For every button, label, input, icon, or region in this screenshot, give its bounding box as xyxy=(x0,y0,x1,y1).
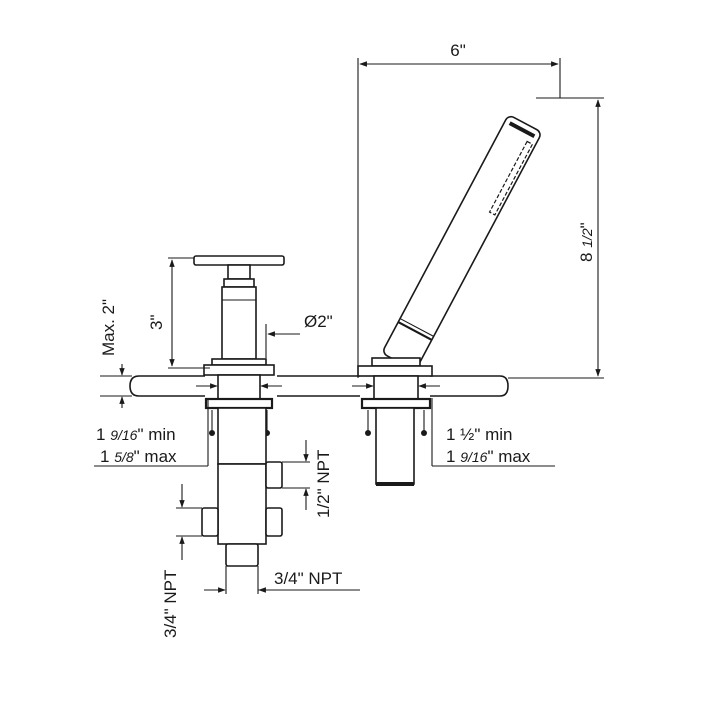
valve-shank xyxy=(217,374,261,400)
holder-body xyxy=(375,407,415,485)
holder-locknut xyxy=(360,397,432,410)
cross-handle xyxy=(193,255,285,266)
hand-shower-assembly xyxy=(357,115,541,486)
handle-height-label: 3" xyxy=(147,315,166,331)
half-npt-label: 1/2" NPT xyxy=(314,450,333,518)
diameter-label: Ø2" xyxy=(304,312,333,331)
left-min-label: 1 9/16" min xyxy=(96,425,176,444)
side-inlet-right xyxy=(265,507,283,537)
escutcheon-flange xyxy=(203,364,275,376)
escutcheon-top xyxy=(211,358,267,366)
three-quarter-npt-vertical-label: 3/4" NPT xyxy=(161,570,180,638)
dimension-lines xyxy=(94,58,604,594)
valve-stem xyxy=(221,286,257,360)
width-label: 6" xyxy=(450,41,466,60)
dimension-labels: 6" 8 1/2" 3" Max. 2" Ø2" 1 9/16" min 1 5… xyxy=(96,41,596,638)
right-max-label: 1 9/16" max xyxy=(446,447,531,466)
countertop-section xyxy=(129,373,509,399)
handle-collar xyxy=(223,278,255,288)
hand-shower-body xyxy=(383,115,541,370)
holder-collar xyxy=(371,357,421,367)
half-inch-outlet xyxy=(265,461,283,489)
max-deck-label: Max. 2" xyxy=(99,299,118,356)
valve-body-upper xyxy=(217,407,267,465)
holder-shank xyxy=(373,375,419,400)
valve-locknut xyxy=(204,397,274,410)
left-max-label: 1 5/8" max xyxy=(100,447,177,466)
handle-hub xyxy=(227,264,251,280)
three-quarter-npt-horizontal-label: 3/4" NPT xyxy=(274,569,342,588)
valve-assembly xyxy=(193,255,285,567)
height-label: 8 1/2" xyxy=(577,222,596,262)
side-inlet-left xyxy=(201,507,219,537)
holder-flange xyxy=(357,365,433,377)
three-quarter-inlet xyxy=(225,543,259,567)
right-min-label: 1 ½" min xyxy=(446,425,513,444)
valve-body-lower xyxy=(217,463,267,545)
